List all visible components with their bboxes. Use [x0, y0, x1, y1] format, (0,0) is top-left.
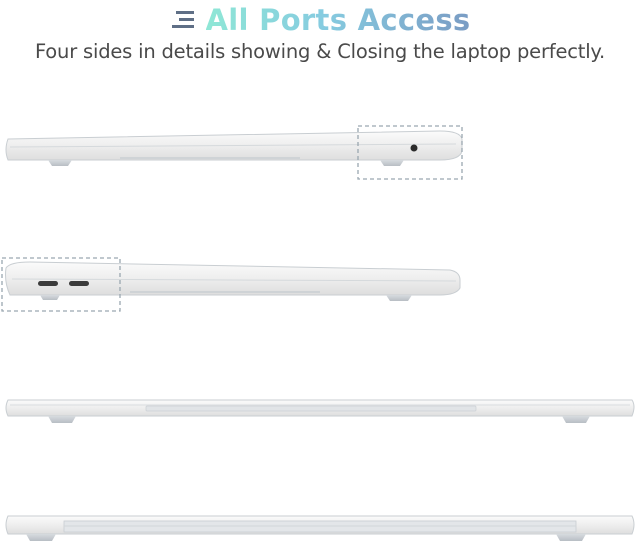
- rubber-foot: [40, 295, 60, 300]
- rubber-foot: [556, 534, 586, 541]
- back-view: [5, 515, 635, 541]
- lines-icon: [171, 11, 194, 28]
- rubber-foot: [562, 416, 590, 423]
- usb-c-port-icon: [69, 281, 89, 286]
- rubber-foot: [48, 416, 76, 423]
- headphone-jack-icon: [410, 144, 418, 152]
- front-notch: [145, 405, 477, 412]
- port-callout: [1, 257, 121, 312]
- rubber-foot: [48, 160, 72, 166]
- rubber-foot: [26, 534, 56, 541]
- page-title: All Ports Access: [205, 3, 471, 37]
- port-callout: [357, 125, 463, 180]
- right-side-view: [5, 125, 463, 180]
- page-subtitle: Four sides in details showing & Closing …: [34, 40, 605, 63]
- title-row: All Ports Access: [0, 2, 640, 38]
- header: All Ports Access Four sides in details s…: [0, 0, 640, 80]
- rubber-foot: [380, 160, 404, 166]
- rubber-foot: [386, 295, 412, 301]
- usb-c-port-icon: [38, 281, 58, 286]
- front-view: [5, 399, 635, 423]
- left-side-view: [1, 257, 461, 312]
